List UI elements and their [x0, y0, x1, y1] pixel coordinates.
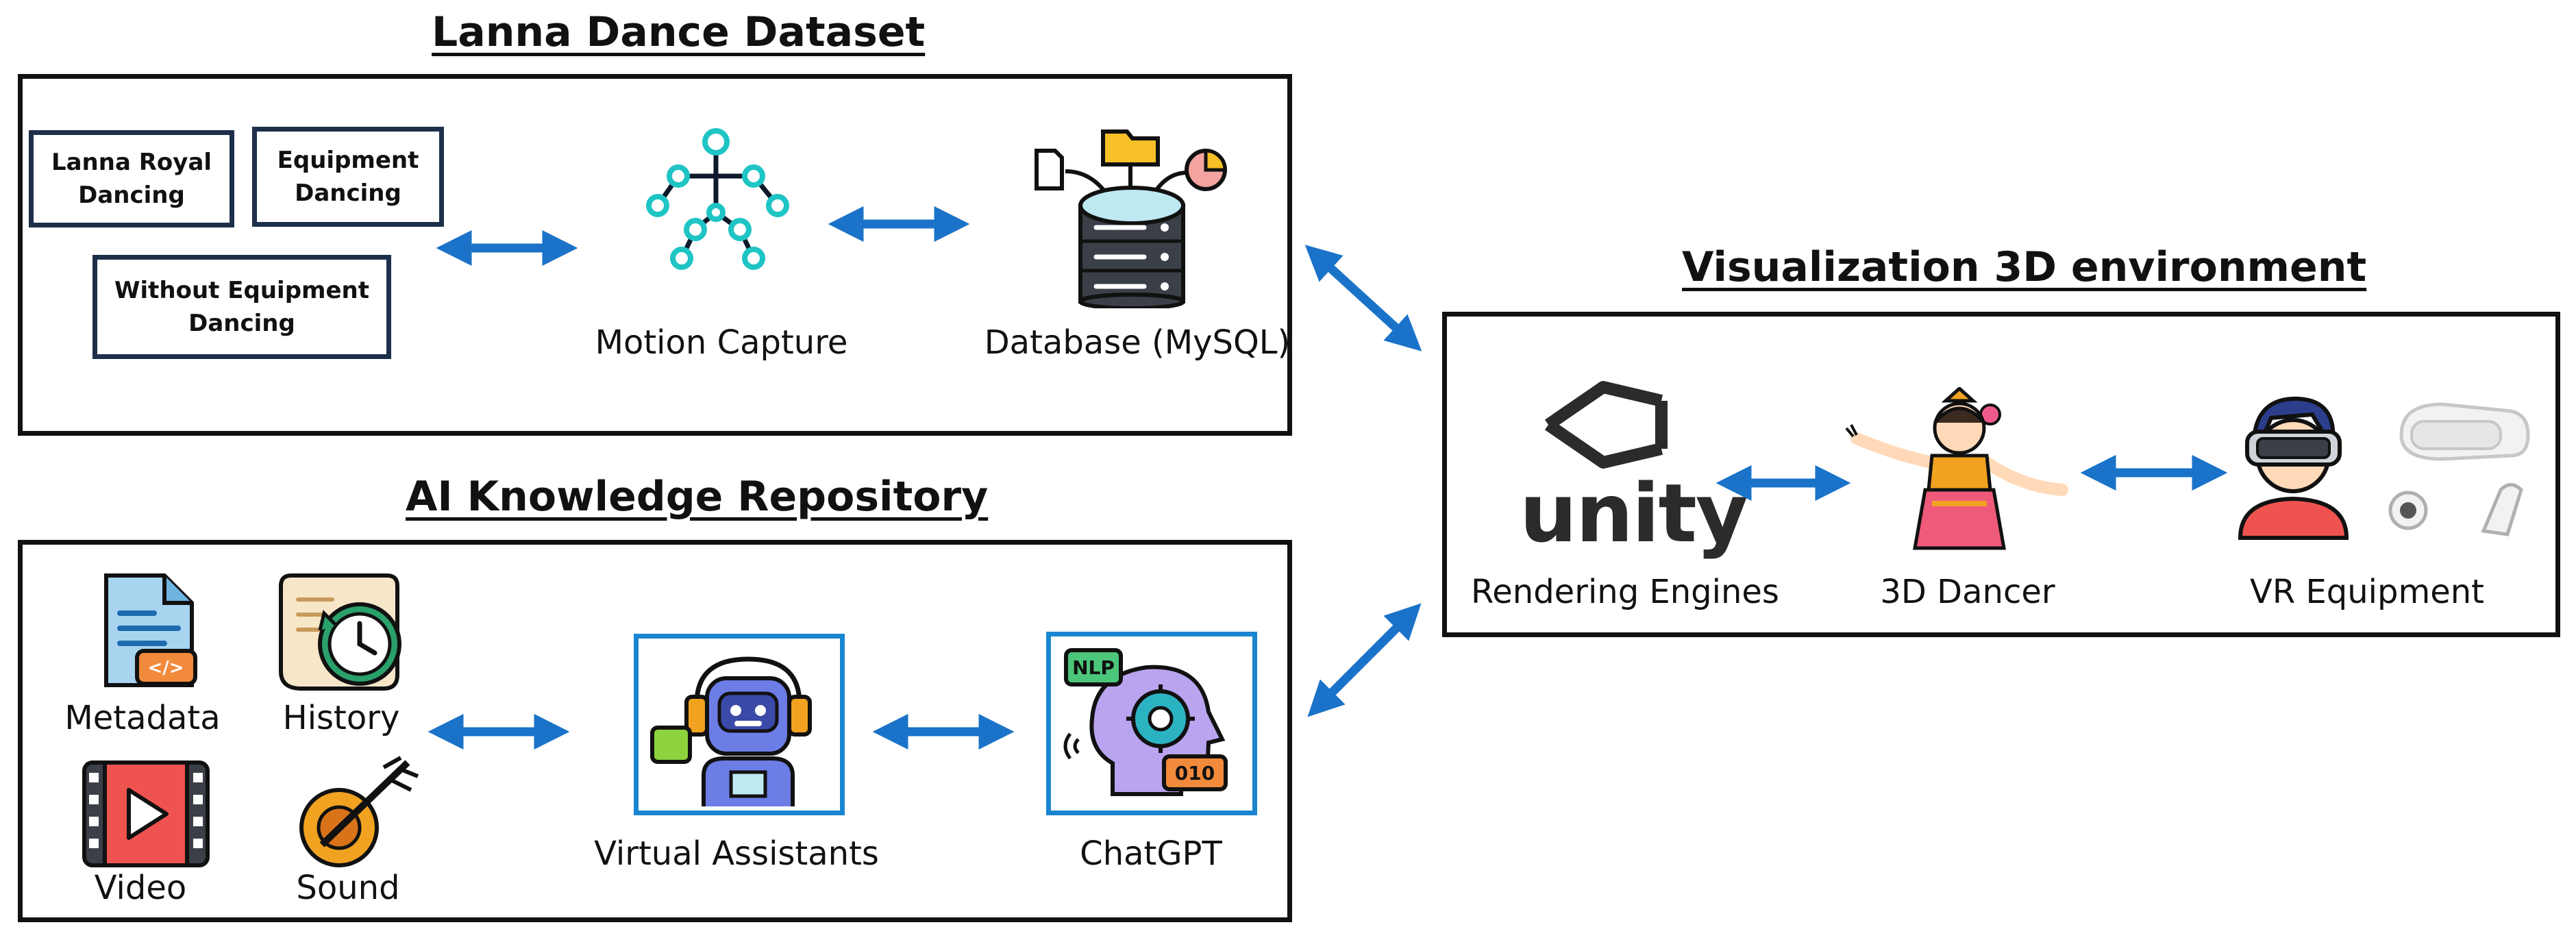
virtual-assistant-frame: [634, 634, 845, 815]
3d-dancer-label: 3D Dancer: [1880, 573, 2055, 611]
vr-equipment-label: VR Equipment: [2250, 573, 2484, 611]
arrow-knowledge-visualization: [1307, 603, 1422, 717]
nlp-tag: NLP: [1072, 656, 1115, 679]
sound-icon: [299, 756, 419, 867]
rendering-engines-label: Rendering Engines: [1471, 573, 1779, 611]
category-lanna-royal: Lanna Royal Dancing: [29, 130, 234, 227]
motion-capture-label: Motion Capture: [595, 323, 848, 362]
dataset-title: Lanna Dance Dataset: [432, 8, 926, 56]
metadata-icon: </>: [104, 573, 197, 687]
visualization-title: Visualization 3D environment: [1682, 243, 2367, 291]
history-icon: [279, 573, 401, 691]
database-icon: [1035, 129, 1227, 308]
metadata-label: Metadata: [64, 699, 221, 737]
category-without-equipment: Without Equipment Dancing: [92, 255, 391, 359]
vr-user-icon: [2238, 396, 2349, 540]
motion-capture-icon: [646, 128, 789, 270]
robot-assistant-icon: [650, 656, 812, 806]
video-label: Video: [94, 869, 187, 907]
knowledge-title: AI Knowledge Repository: [406, 473, 989, 521]
category-equipment: Equipment Dancing: [252, 127, 444, 227]
history-label: History: [282, 699, 400, 737]
chatgpt-frame: NLP 010: [1046, 632, 1257, 815]
virtual-assistants-label: Virtual Assistants: [594, 834, 879, 873]
arrow-dataset-visualization: [1304, 245, 1422, 351]
unity-wordmark: unity: [1520, 466, 1748, 560]
sound-label: Sound: [296, 869, 400, 907]
thai-dancer-icon: [1845, 387, 2068, 550]
ai-brain-icon: NLP 010: [1063, 648, 1228, 796]
chatgpt-label: ChatGPT: [1080, 834, 1222, 873]
vr-headset-icon: [2388, 402, 2530, 536]
video-icon: [82, 760, 210, 867]
visualization-panel: [1442, 312, 2560, 637]
database-label: Database (MySQL): [984, 323, 1291, 362]
svg-text:</>: </>: [147, 658, 184, 678]
unity-logo-icon: [1544, 381, 1668, 469]
binary-tag: 010: [1175, 762, 1215, 784]
